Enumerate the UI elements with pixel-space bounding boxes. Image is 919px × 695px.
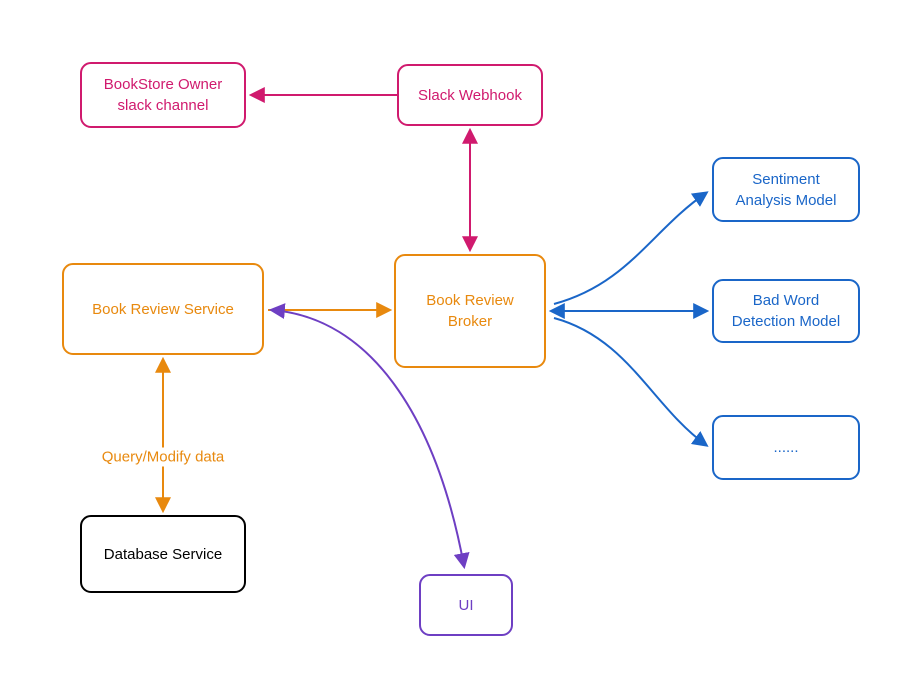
node-bookstore-owner-slack-channel: BookStore Owner slack channel	[80, 62, 246, 128]
node-label-book-review-broker: Book Review Broker	[426, 292, 514, 330]
edge-broker-to-sentiment-model	[553, 191, 709, 305]
node-book-review-service: Book Review Service	[62, 263, 264, 355]
node-sentiment-analysis-model: Sentiment Analysis Model	[712, 157, 860, 222]
node-book-review-broker: Book Review Broker	[394, 254, 546, 368]
node-label-more-models: ......	[773, 439, 799, 456]
node-label-ui: UI	[458, 596, 474, 614]
node-label-book-review-service: Book Review Service	[92, 300, 234, 318]
node-ui: UI	[419, 574, 513, 636]
edge-broker-to-more-models	[553, 317, 709, 447]
node-label-slack-webhook: Slack Webhook	[418, 86, 522, 104]
node-label-bookstore-owner: BookStore Owner slack channel	[103, 76, 223, 114]
edge-service-ui	[268, 303, 470, 570]
node-label-database-service: Database Service	[103, 545, 223, 563]
node-slack-webhook: Slack Webhook	[397, 64, 543, 126]
node-label-bad-word-detection-model: Bad Word Detection Model	[731, 292, 841, 330]
node-database-service: Database Service	[80, 515, 246, 593]
node-more-models: ......	[712, 415, 860, 480]
edge-label-query-modify-data: Query/Modify data	[96, 447, 230, 467]
node-label-sentiment-analysis-model: Sentiment Analysis Model	[735, 170, 837, 209]
node-bad-word-detection-model: Bad Word Detection Model	[712, 279, 860, 343]
